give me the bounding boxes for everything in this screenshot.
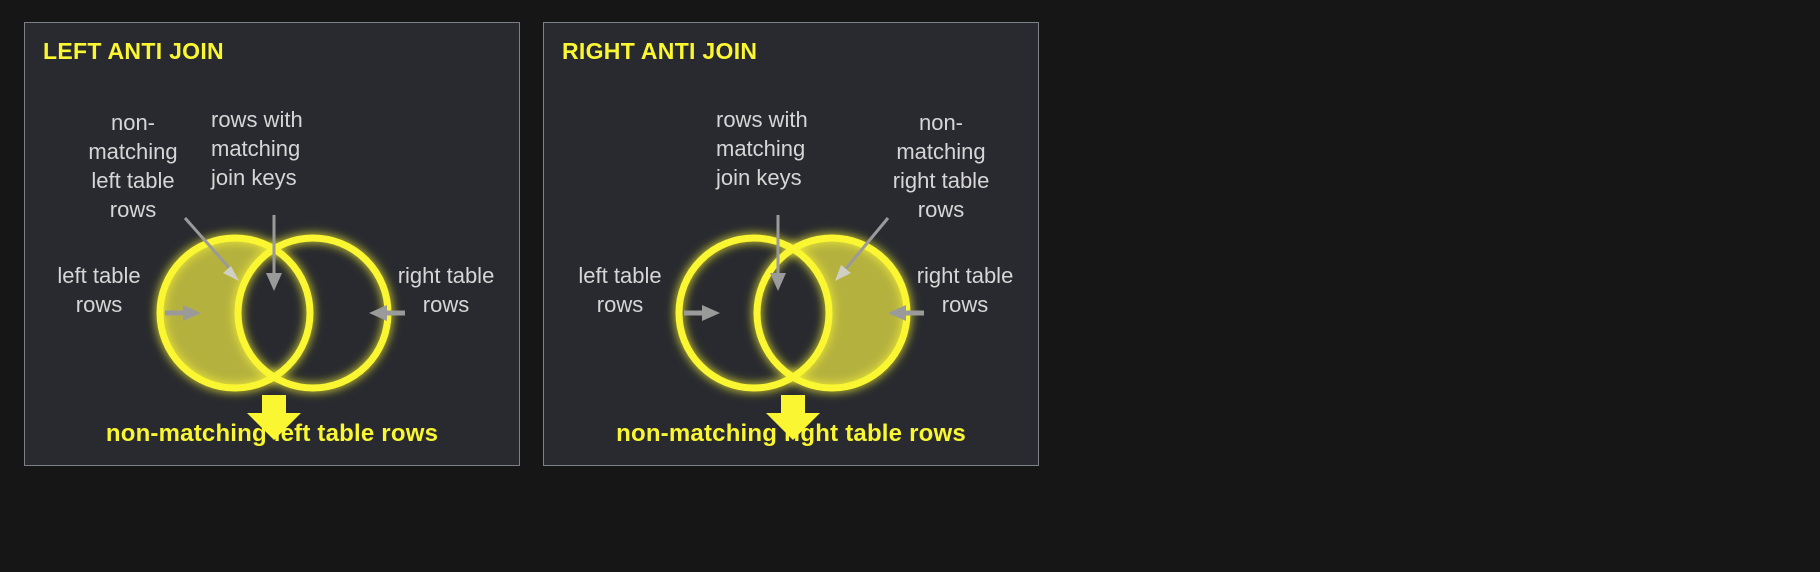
annotation-right-table-rows: right table rows (397, 263, 495, 317)
annotation-non-matching-left-table-rows: non- matching left table rows (88, 110, 178, 222)
arrow-left-table-rows (165, 305, 201, 321)
arrow-right-table-rows (888, 305, 924, 321)
result-label: non-matching left table rows (105, 420, 439, 447)
venn-svg (675, 215, 924, 440)
annotation-left-table-rows: left table rows (578, 263, 662, 317)
left-table-circle (675, 234, 833, 392)
left-table-circle (156, 234, 314, 392)
panel-left-anti-join: LEFT ANTI JOIN (24, 22, 520, 466)
result-label: non-matching right table rows (616, 420, 966, 447)
arrow-right-table-rows (369, 305, 405, 321)
annotation-rows-with-matching-join-keys: rows with matching join keys (716, 107, 808, 190)
leader-join-keys (770, 215, 786, 291)
leader-non-matching (183, 217, 239, 281)
result-arrow-down (766, 395, 820, 440)
annotation-non-matching-right-table-rows: non- matching right table rows (892, 110, 990, 222)
panel-title: LEFT ANTI JOIN (43, 38, 224, 64)
result-arrow-down (247, 395, 301, 440)
panel-right-anti-join: RIGHT ANTI JOIN (543, 22, 1039, 466)
panel-title: RIGHT ANTI JOIN (562, 38, 758, 64)
venn-diagram-right (544, 23, 1038, 465)
annotation-rows-with-matching-join-keys: rows with matching join keys (211, 107, 303, 190)
leader-join-keys (266, 215, 282, 291)
arrow-left-table-rows (684, 305, 720, 321)
annotation-left-table-rows: left table rows (57, 263, 141, 317)
leader-non-matching (835, 217, 890, 281)
venn-svg (156, 215, 405, 440)
annotation-right-table-rows: right table rows (916, 263, 1014, 317)
venn-diagram-left (25, 23, 519, 465)
